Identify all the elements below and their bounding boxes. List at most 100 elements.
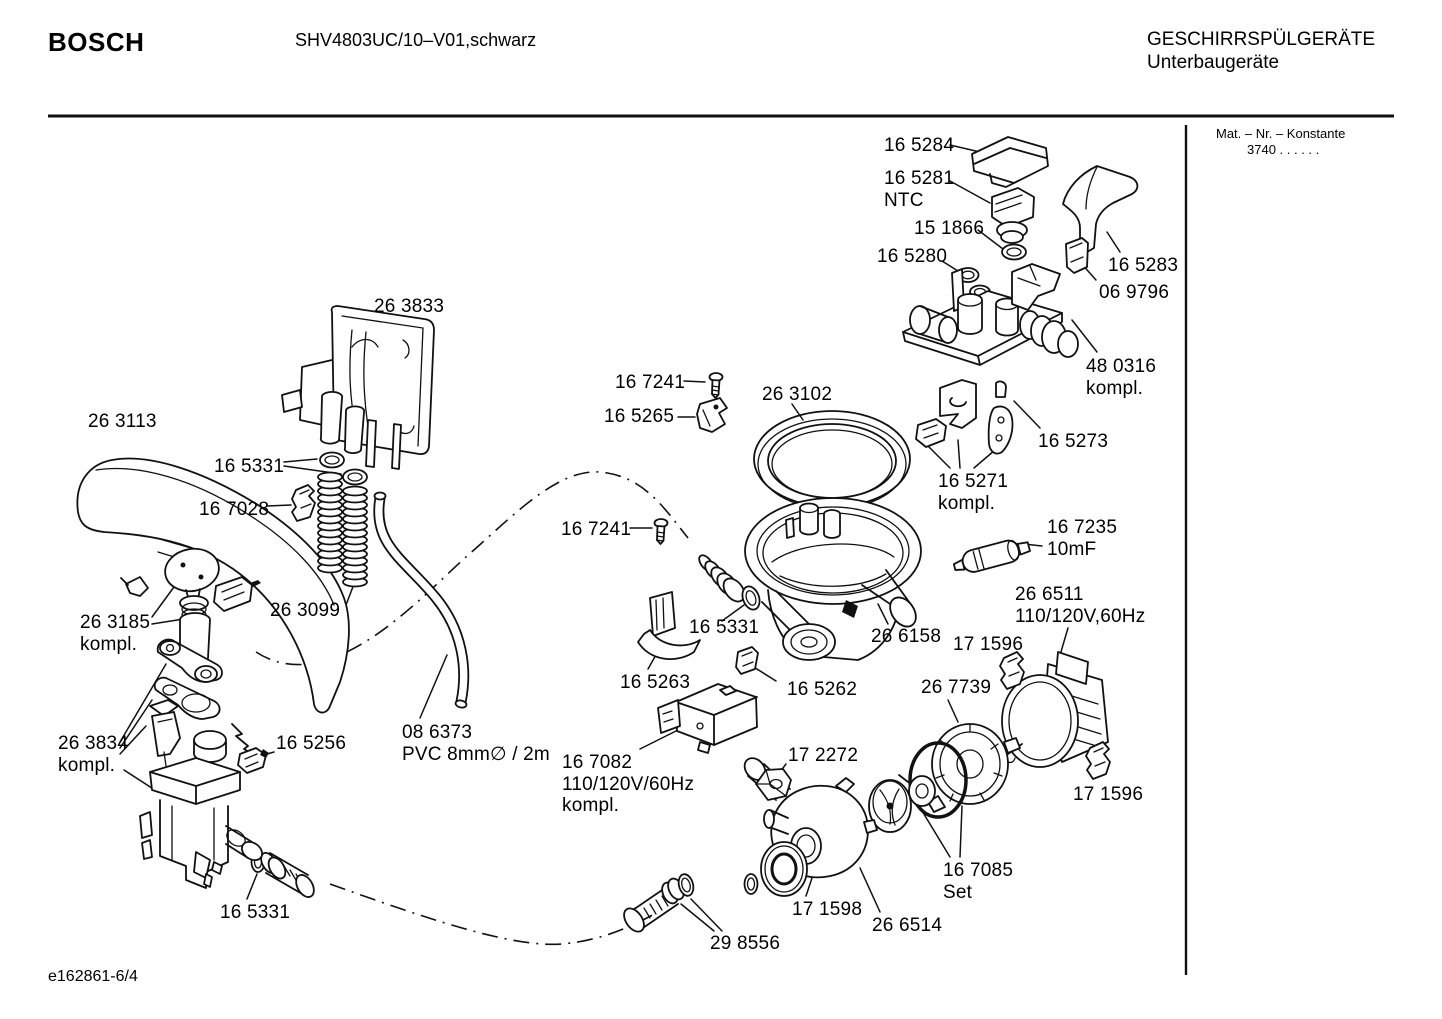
part-label-line: 10mF	[1047, 538, 1097, 560]
part-label-line: 16 7241	[615, 372, 686, 393]
part-label-line: 16 7241	[561, 519, 632, 540]
part-label-263102: 26 3102	[762, 384, 832, 406]
part-label-line: PVC 8mm∅ / 2m	[402, 743, 550, 765]
part-label-165256: 16 5256	[276, 733, 346, 755]
part-label-165280: 16 5280	[877, 246, 947, 268]
part-cover-263113	[76, 457, 350, 714]
part-screw-167241-mid	[653, 518, 669, 545]
part-label-line: 16 7235	[1047, 517, 1118, 538]
part-housing-267739	[927, 723, 1021, 813]
part-label-151866: 15 1866	[914, 218, 984, 240]
part-label-line: 17 1596	[953, 634, 1024, 655]
part-label-165262: 16 5262	[787, 679, 857, 701]
part-label-line: 16 5284	[884, 135, 955, 156]
part-label-line: kompl.	[58, 754, 116, 776]
part-clip-171596-upper	[999, 651, 1025, 690]
frame-rules	[48, 114, 1394, 975]
model-title: SHV4803UC/10–V01,schwarz	[295, 30, 537, 50]
part-manifold-480316	[902, 263, 1079, 366]
part-inlet-hose-group	[698, 554, 836, 661]
part-label-165284: 16 5284	[884, 135, 954, 157]
part-label-line: 26 6514	[872, 915, 943, 936]
part-label-line: 16 5262	[787, 679, 858, 700]
part-label-line: 16 5331	[689, 617, 760, 638]
part-label-165263: 16 5263	[620, 672, 690, 694]
part-label-172272: 17 2272	[788, 745, 858, 767]
part-label-line: 26 3099	[270, 600, 341, 621]
part-inlet-funnel-263833	[281, 305, 435, 470]
part-volute-266514	[743, 757, 878, 879]
part-label-line: 16 5280	[877, 246, 948, 267]
category-line: GESCHIRRSPÜLGERÄTE	[1147, 29, 1376, 50]
part-label-line: kompl.	[938, 492, 996, 514]
part-label-line: 15 1866	[914, 218, 985, 239]
part-label-line: 26 3185	[80, 612, 151, 633]
part-label-line: 16 5331	[214, 456, 285, 477]
part-clip-069796	[1065, 237, 1089, 274]
part-sealset-167085	[898, 741, 968, 819]
part-label-171596b: 17 1596	[1073, 784, 1143, 806]
part-label-line: kompl.	[562, 795, 620, 816]
part-label-line: 110/120V,60Hz	[1015, 605, 1146, 627]
part-label-263099: 26 3099	[270, 600, 340, 622]
part-label-line: 48 0316	[1086, 356, 1157, 377]
part-oring-151866	[1001, 243, 1027, 261]
part-label-263113: 26 3113	[88, 411, 157, 433]
part-label-298556: 29 8556	[710, 933, 780, 955]
part-label-line: 16 5271	[938, 471, 1009, 492]
part-motor-266511	[1001, 651, 1109, 768]
part-label-line: 16 5265	[604, 406, 675, 427]
part-label-line: 29 8556	[710, 933, 781, 954]
part-label-line: 16 7082	[562, 752, 633, 773]
part-sump-266158	[744, 497, 922, 661]
part-label-line: 17 1598	[792, 899, 863, 920]
part-fitting-298556	[623, 873, 695, 933]
part-pump-167082	[657, 683, 758, 754]
part-ntc-sensor-165281	[991, 187, 1035, 244]
part-label-165273: 16 5273	[1038, 431, 1108, 453]
part-orings-165331-top	[319, 451, 368, 486]
part-gasket-263102	[753, 410, 911, 510]
part-label-line: kompl.	[1086, 377, 1144, 399]
part-cap-165284	[971, 136, 1049, 188]
part-valve-cluster-263185-263834	[120, 547, 269, 889]
part-label-line: NTC	[884, 189, 924, 211]
part-label-line: 16 7085	[943, 860, 1014, 881]
part-bracket-165265	[696, 397, 728, 433]
part-label-line: kompl.	[80, 633, 138, 655]
part-springs-263099	[317, 471, 368, 588]
part-label-line: 16 5273	[1038, 431, 1109, 452]
part-clip-165262	[735, 646, 759, 675]
part-label-266514: 26 6514	[872, 915, 942, 937]
part-capacitor-167235	[952, 539, 1031, 573]
part-label-171596a: 17 1596	[953, 634, 1023, 656]
part-label-line: 16 5283	[1108, 255, 1179, 276]
part-label-line: 26 6158	[871, 626, 942, 647]
part-label-266158: 26 6158	[871, 626, 941, 648]
part-label-267739: 26 7739	[921, 677, 991, 699]
part-label-line: 17 1596	[1073, 784, 1144, 805]
part-label-263833: 26 3833	[374, 296, 444, 318]
part-label-171598: 17 1598	[792, 899, 862, 921]
part-screw-167241-top	[708, 372, 724, 399]
doc-number: e162861-6/4	[48, 968, 138, 985]
part-label-165265: 16 5265	[604, 406, 674, 428]
part-hose-086373	[373, 491, 470, 709]
category-block: GESCHIRRSPÜLGERÄTE Unterbaugeräte	[1147, 28, 1375, 74]
part-label-line: 26 3113	[88, 411, 157, 432]
part-label-line: 08 6373	[402, 722, 473, 743]
part-label-line: 26 6511	[1015, 584, 1084, 605]
part-165271-group	[915, 379, 1014, 455]
part-label-069796: 06 9796	[1099, 282, 1169, 304]
part-clip-171596-lower	[1085, 741, 1111, 780]
part-deflector-165263	[637, 591, 701, 660]
part-label-167241a: 16 7241	[615, 372, 685, 394]
part-label-line: 16 5281	[884, 168, 955, 189]
